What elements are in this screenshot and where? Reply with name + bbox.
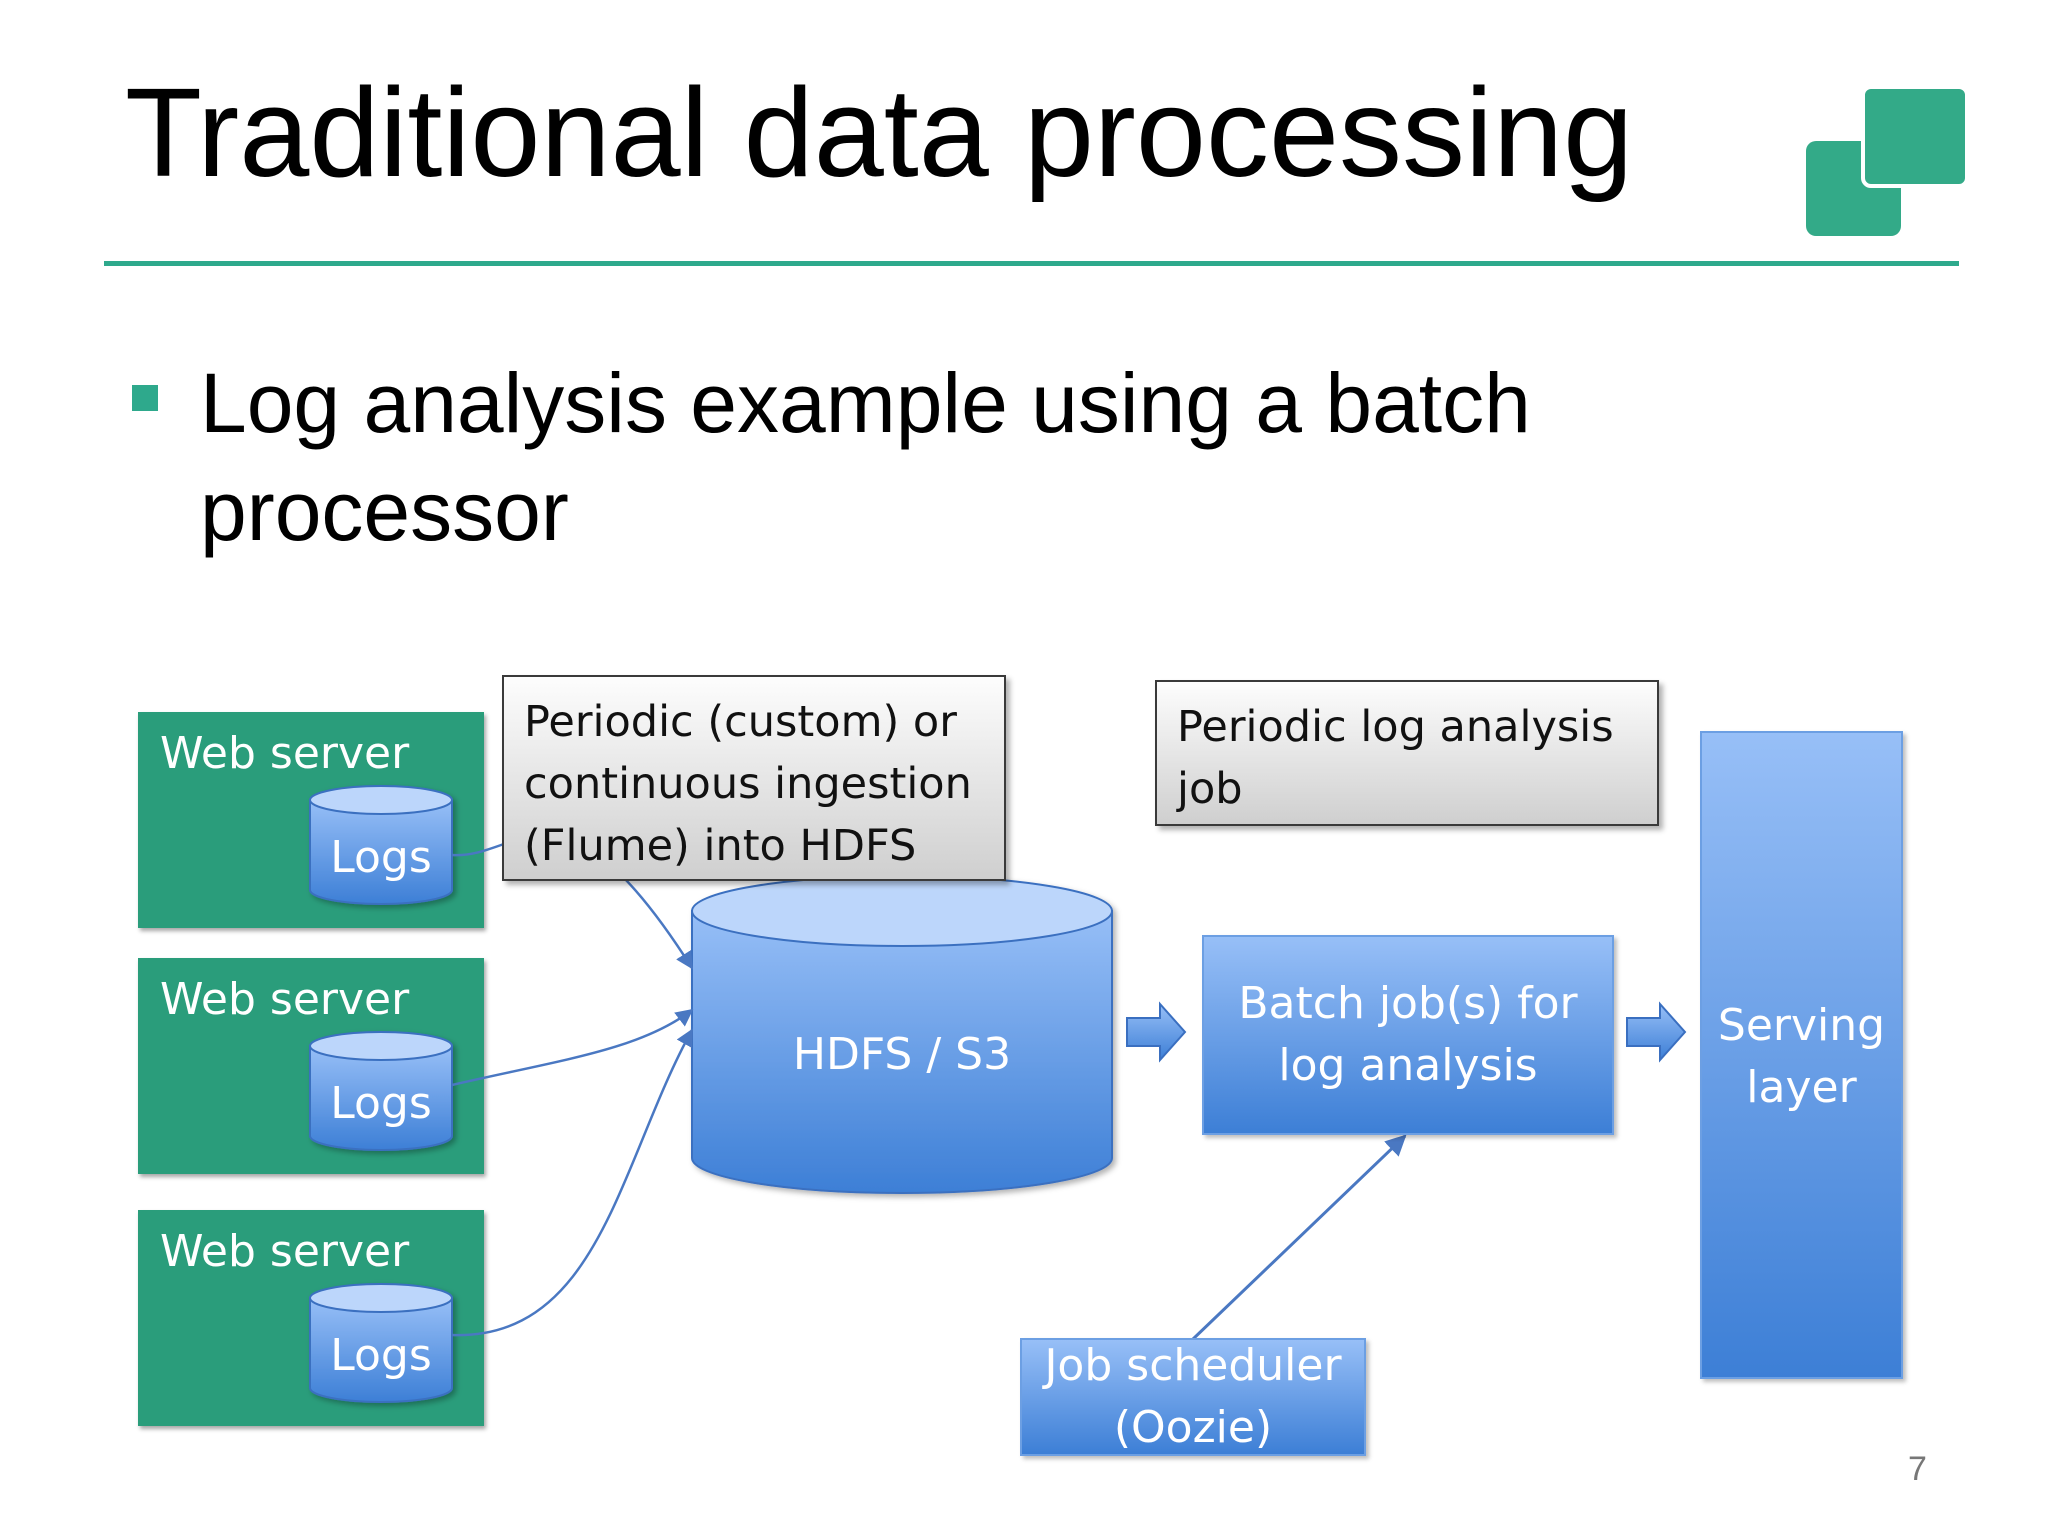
- web-server-label: Web server: [160, 1226, 410, 1277]
- bullet-marker: [132, 385, 158, 411]
- logs-database-icon-1: [309, 785, 453, 905]
- bullet-text: Log analysis example using a batch proce…: [200, 356, 1531, 558]
- job-scheduler-box: Job scheduler (Oozie): [1020, 1338, 1366, 1456]
- ingestion-callout: Periodic (custom) or continuous ingestio…: [502, 675, 1006, 881]
- logs-label: Logs: [330, 1330, 432, 1381]
- slide-title: Traditional data processing: [125, 62, 1634, 203]
- analysis-job-callout: Periodic log analysis job: [1155, 680, 1659, 826]
- connector-scheduler-to-batch: [1190, 1134, 1407, 1342]
- logs-label: Logs: [330, 1078, 432, 1129]
- job-scheduler-label: Job scheduler (Oozie): [1044, 1340, 1342, 1453]
- web-server-label: Web server: [160, 728, 410, 779]
- hdfs-database-icon: [691, 875, 1113, 1194]
- logo-front-square: [1861, 85, 1969, 188]
- logs-label: Logs: [330, 832, 432, 883]
- batch-job-label: Batch job(s) for log analysis: [1238, 978, 1578, 1091]
- connector-logs-3-to-hdfs: [451, 1028, 694, 1337]
- arrow-right-icon: [1626, 1001, 1687, 1063]
- logs-database-icon-2: [309, 1031, 453, 1151]
- serving-layer-box: Serving layer: [1700, 731, 1903, 1379]
- title-divider: [104, 261, 1959, 266]
- hdfs-label: HDFS / S3: [793, 1029, 1011, 1080]
- arrow-right-icon: [1126, 1001, 1187, 1063]
- page-number: 7: [1908, 1450, 1927, 1488]
- web-server-label: Web server: [160, 974, 410, 1025]
- logs-database-icon-3: [309, 1283, 453, 1403]
- serving-layer-label: Serving layer: [1717, 1000, 1886, 1113]
- batch-job-box: Batch job(s) for log analysis: [1202, 935, 1614, 1135]
- connector-logs-2-to-hdfs: [451, 1008, 694, 1087]
